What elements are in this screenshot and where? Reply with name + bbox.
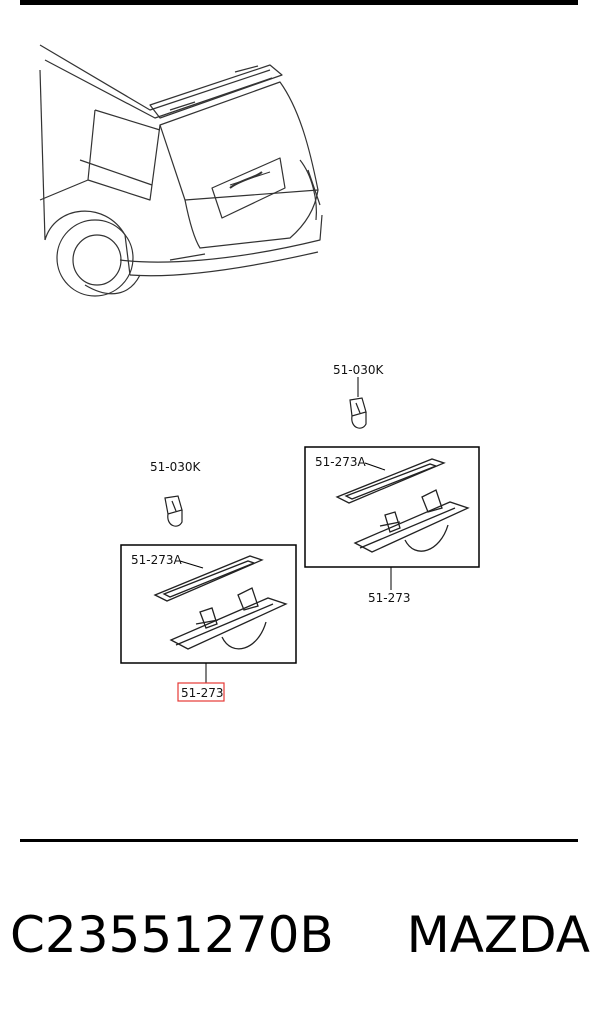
gasket-right-icon (335, 458, 446, 504)
bulb-left-icon (164, 495, 183, 527)
frame-right (304, 446, 480, 568)
label-bulb-right: 51-030K (333, 363, 385, 377)
footer: C23551270B MAZDA (10, 895, 590, 975)
label-lamp-right: 51-273 (368, 591, 411, 605)
frame-left (120, 544, 297, 664)
label-gasket-right: 51-273A (315, 455, 367, 469)
lamp-assembly-right (304, 377, 480, 590)
highlight-box (177, 682, 225, 702)
label-bulb-left: 51-030K (150, 460, 202, 474)
bulb-right-icon (349, 397, 367, 429)
vehicle-rear-illustration (39, 44, 323, 297)
gasket-left-icon (153, 555, 264, 602)
parts-diagram: 51-030K 51-030K 51-273A 51-273A 51-273 5… (39, 44, 480, 702)
brand-name: MAZDA (406, 906, 590, 964)
bottom-rule (20, 839, 578, 842)
part-number: C23551270B (10, 906, 334, 964)
top-rule (20, 0, 578, 5)
label-lamp-left-highlighted: 51-273 (181, 686, 224, 700)
label-gasket-left: 51-273A (131, 553, 183, 567)
lamp-assembly-left (120, 495, 297, 702)
lamp-housing-left-icon (169, 587, 288, 650)
lamp-housing-right-icon (353, 489, 470, 553)
